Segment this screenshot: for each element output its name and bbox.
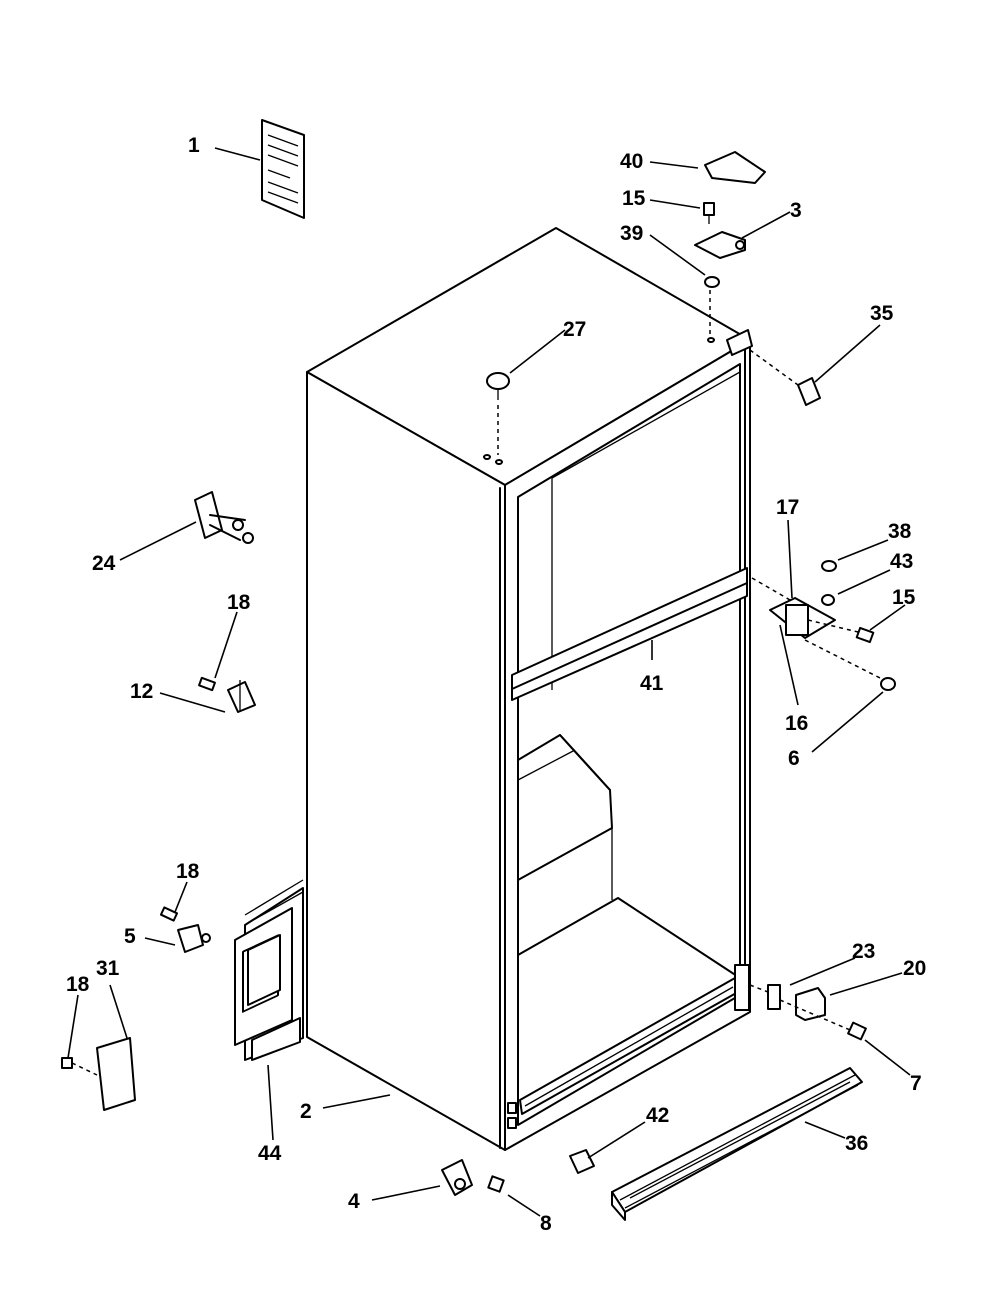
center-hinge-assembly [751,560,896,691]
callout-41: 41 [640,672,664,695]
callout-24: 24 [92,552,116,575]
callout-6: 6 [788,747,800,770]
callout-15: 15 [892,586,916,609]
callout-20: 20 [903,957,926,980]
callout-39: 39 [620,222,643,245]
callout-2: 2 [300,1100,312,1123]
callout-43: 43 [890,550,913,573]
callout-40: 40 [620,150,643,173]
energy-label-card [261,119,305,219]
top-screw [703,202,715,224]
callout-15: 15 [622,187,646,210]
callout-3: 3 [790,199,802,222]
lower-closer-cam [159,906,211,953]
callout-18: 18 [176,860,200,883]
callout-44: 44 [258,1142,282,1165]
callout-leaders [67,147,911,1217]
hinge-cover-lower [61,1037,136,1111]
refrigerator-cabinet [306,227,753,1151]
callout-27: 27 [563,318,586,341]
top-hinge [694,231,746,259]
callout-23: 23 [852,940,875,963]
door-closer-cam [198,676,256,713]
door-stop-pin [797,377,821,406]
callout-18: 18 [66,973,90,996]
callout-38: 38 [888,520,912,543]
hinge-spacer [704,276,720,288]
callout-16: 16 [785,712,808,735]
rear-bracket [234,879,304,1061]
callout-12: 12 [130,680,153,703]
hinge-pin-bracket [194,491,254,544]
leveling-bracket [441,1159,505,1196]
callout-31: 31 [96,957,120,980]
callout-8: 8 [540,1212,552,1235]
callout-1: 1 [188,134,200,157]
callout-5: 5 [124,925,136,948]
callout-42: 42 [646,1104,669,1127]
callout-36: 36 [845,1132,868,1155]
callout-7: 7 [910,1072,922,1095]
grille-clip [569,1149,595,1174]
callout-35: 35 [870,302,894,325]
callout-labels: 1 40 15 3 39 27 35 24 17 38 43 15 18 12 … [66,134,926,1235]
toe-grille [611,1067,863,1221]
callout-17: 17 [776,496,799,519]
top-plug [486,372,510,400]
callout-18: 18 [227,591,251,614]
bottom-hinge-assembly [749,984,867,1041]
callout-4: 4 [348,1190,360,1213]
hinge-cover [704,151,766,184]
